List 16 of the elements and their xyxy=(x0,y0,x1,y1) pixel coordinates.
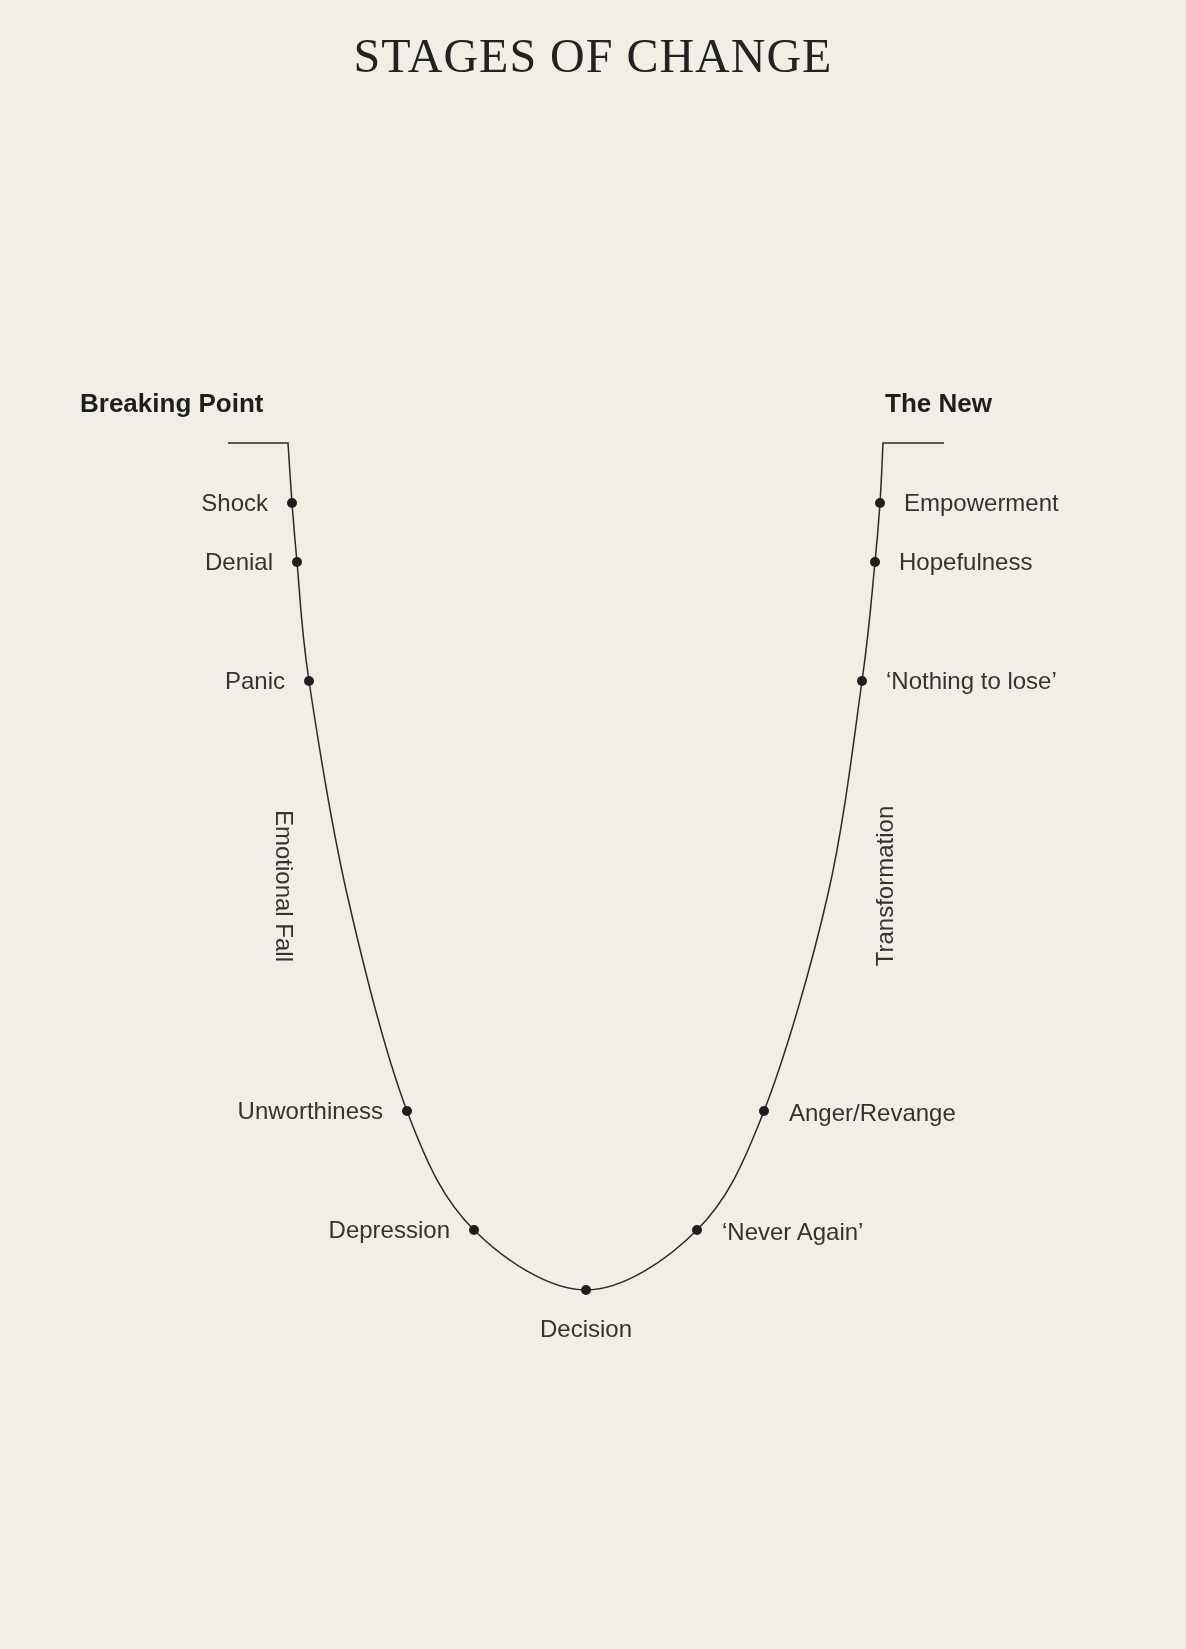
title: STAGES OF CHANGE xyxy=(352,28,834,83)
stage-label: Panic xyxy=(224,666,285,696)
stage-label: Depression xyxy=(328,1215,450,1245)
stage-heading: The New xyxy=(885,388,992,420)
stage-label: Unworthiness xyxy=(237,1096,383,1126)
stage-label: Transformation xyxy=(870,805,899,967)
stage-label: Empowerment xyxy=(904,488,1059,518)
stage-label: Shock xyxy=(201,488,268,518)
stage-label: ‘Never Again’ xyxy=(722,1217,864,1247)
stage-label: Emotional Fall xyxy=(270,809,299,963)
stage-heading: Breaking Point xyxy=(80,388,264,420)
stage-label: Decision xyxy=(540,1314,632,1344)
stage-label: Denial xyxy=(204,547,273,577)
stage-label: Anger/Revange xyxy=(789,1098,956,1128)
stage-label: Hopefulness xyxy=(899,547,1033,577)
stage-label: ‘Nothing to lose’ xyxy=(886,666,1057,696)
